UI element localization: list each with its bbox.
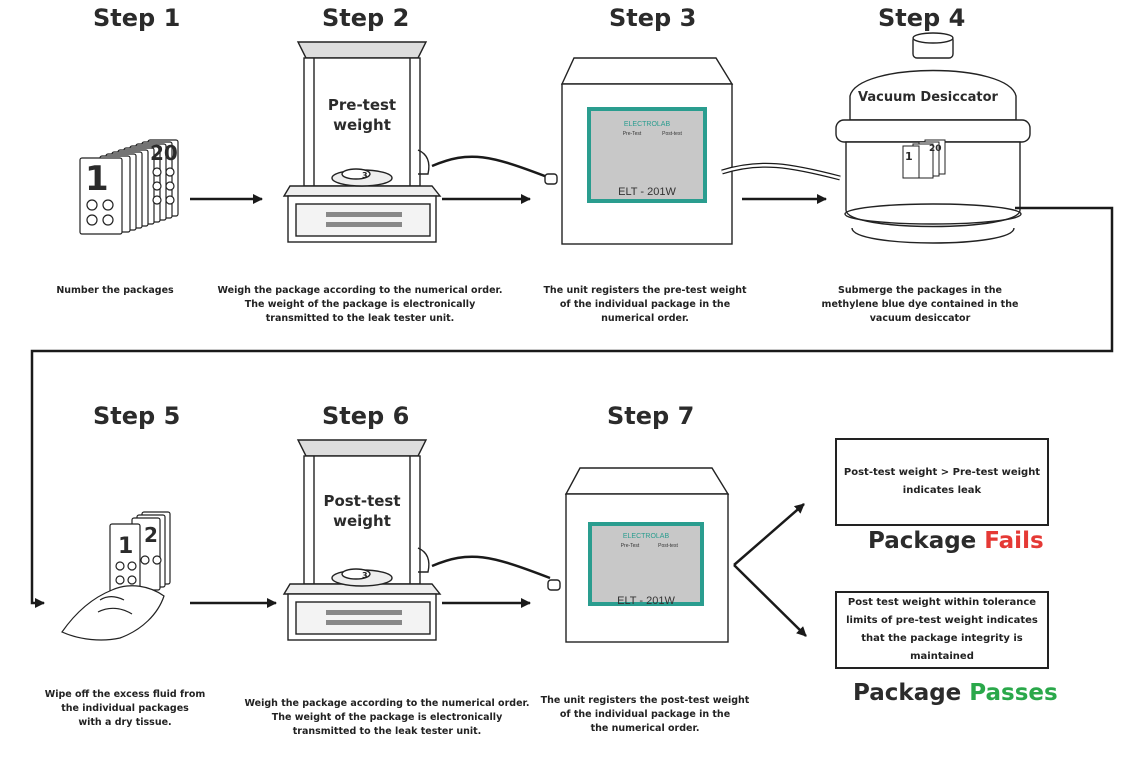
desiccator-label: Vacuum Desiccator bbox=[858, 90, 999, 105]
submerged-packages bbox=[902, 139, 946, 179]
step-1-caption: Number the packages bbox=[56, 285, 174, 296]
package-number-20: 20 bbox=[150, 141, 178, 165]
posttest-weight-label-line1: Post-test bbox=[323, 492, 400, 510]
submerged-pack-1: 1 bbox=[905, 150, 913, 163]
fails-word: Fails bbox=[984, 528, 1044, 554]
pretest-weight-label-line2: weight bbox=[333, 116, 391, 134]
leak-tester-unit-posttest bbox=[547, 467, 730, 643]
leak-tester-unit-pretest bbox=[544, 57, 734, 245]
passes-word: Passes bbox=[969, 680, 1058, 706]
wipe-packages-illustration bbox=[61, 511, 171, 641]
step-7-title: Step 7 bbox=[607, 402, 695, 430]
step-2-title: Step 2 bbox=[322, 4, 410, 32]
tester-model-pretest: ELT - 201W bbox=[618, 186, 676, 198]
wipe-pack-1: 1 bbox=[118, 534, 133, 559]
pretest-weight-label-line1: Pre-test bbox=[328, 96, 396, 114]
step-4-title: Step 4 bbox=[878, 4, 966, 32]
package-fails-label: Package Fails bbox=[868, 528, 1044, 554]
tester-model-posttest: ELT - 201W bbox=[617, 595, 675, 607]
analytical-balance-pretest bbox=[282, 41, 442, 243]
step-1-title: Step 1 bbox=[93, 4, 181, 32]
submerged-pack-20: 20 bbox=[929, 144, 942, 154]
pan-number-posttest: 3 bbox=[362, 571, 368, 580]
screen-col-pre: Pre-Test bbox=[623, 131, 642, 137]
package-passes-label: Package Passes bbox=[853, 680, 1058, 706]
step-3-title: Step 3 bbox=[609, 4, 697, 32]
analytical-balance-posttest bbox=[282, 439, 442, 641]
connector-step4-to-step5 bbox=[30, 206, 1114, 608]
tester-brand-posttest: ELECTROLAB bbox=[623, 533, 670, 540]
arrow-to-fail bbox=[733, 503, 805, 566]
step-5-title: Step 5 bbox=[93, 402, 181, 430]
cable-balance-to-tester-post bbox=[431, 555, 551, 580]
screen-col-post-post: Post-test bbox=[658, 543, 678, 549]
package-passes-prefix: Package bbox=[853, 680, 962, 706]
package-number-1: 1 bbox=[85, 159, 109, 199]
screen-col-pre-post: Pre-Test bbox=[621, 543, 640, 549]
tester-brand-pretest: ELECTROLAB bbox=[624, 121, 671, 128]
screen-col-post: Post-test bbox=[662, 131, 682, 137]
pan-number-pretest: 3 bbox=[362, 171, 368, 180]
posttest-weight-label-line2: weight bbox=[333, 512, 391, 530]
arrow-to-pass bbox=[733, 564, 807, 637]
step-6-caption: Weigh the package according to the numer… bbox=[244, 698, 530, 737]
step-2-caption: Weigh the package according to the numer… bbox=[217, 285, 503, 324]
numbered-packages-illustration bbox=[79, 139, 179, 235]
vacuum-desiccator-illustration bbox=[835, 32, 1031, 244]
package-fails-prefix: Package bbox=[868, 528, 977, 554]
cable-balance-to-tester bbox=[431, 155, 551, 180]
step-6-title: Step 6 bbox=[322, 402, 410, 430]
wipe-pack-2: 2 bbox=[144, 523, 158, 547]
